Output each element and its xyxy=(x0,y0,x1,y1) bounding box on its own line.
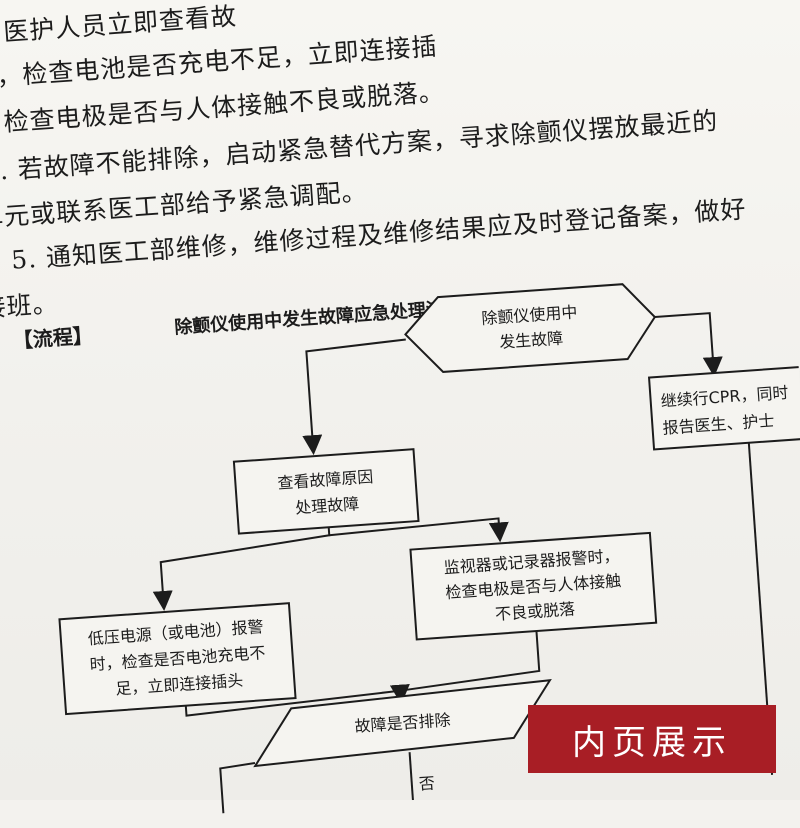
edge-low-merge xyxy=(184,689,401,717)
edge-start-cpr xyxy=(654,312,723,378)
edge-monitor-merge xyxy=(400,630,541,692)
edge-decision-no xyxy=(408,752,414,801)
edge-check-monitor xyxy=(329,517,509,543)
start-node xyxy=(404,283,657,373)
no-label: 否 xyxy=(418,774,435,794)
decision-node xyxy=(253,679,552,768)
preview-stamp: 内页展示 xyxy=(528,705,776,773)
check-text-2: 处理故障 xyxy=(295,494,360,517)
edge-decision-left xyxy=(219,762,256,814)
edge-start-check xyxy=(302,338,406,456)
edge-check-split xyxy=(152,527,331,611)
start-text-2: 发生故障 xyxy=(499,328,564,351)
check-node xyxy=(232,448,420,535)
low-power-node xyxy=(58,602,297,716)
stamp-label: 内页展示 xyxy=(572,722,732,763)
